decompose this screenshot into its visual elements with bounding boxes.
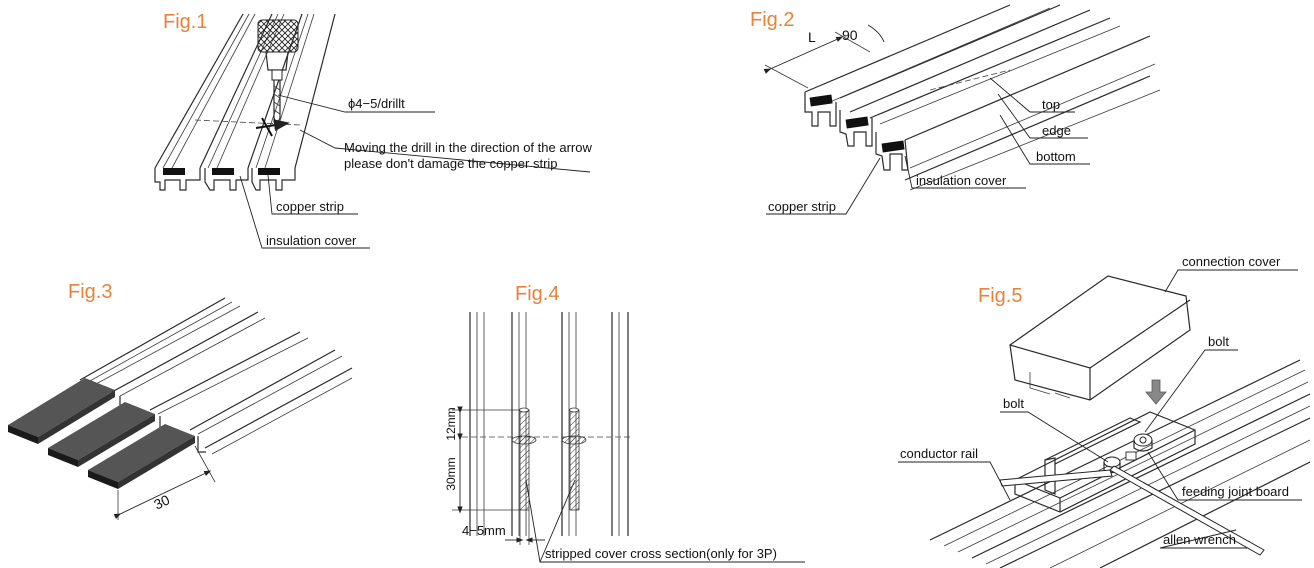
fig1-note-line1: Moving the drill in the direction of the… xyxy=(344,140,592,155)
fig1-title: Fig.1 xyxy=(163,11,207,33)
fig1-drill-label: ϕ4−5/drillt xyxy=(348,96,405,111)
fig2-dim-L: L xyxy=(808,29,816,45)
fig3-dim: 30 xyxy=(151,491,172,512)
fig4-rail xyxy=(469,312,629,536)
fig1-insulation-cover-label: insulation cover xyxy=(266,233,357,248)
fig4-dim-12: 12mm xyxy=(444,407,458,440)
fig2-top-label: top xyxy=(1042,97,1060,112)
bolt-left-icon xyxy=(1103,451,1137,474)
bolt-top-icon xyxy=(1133,433,1153,452)
fig2-rail xyxy=(804,4,1161,191)
fig2-insulation-cover-label: insulation cover xyxy=(916,173,1007,188)
fig5-conductor-rail-label: conductor rail xyxy=(900,446,978,461)
fig2-edge-label: edge xyxy=(1042,123,1071,138)
fig3-copper-strip-2 xyxy=(48,402,155,467)
fig2-title: Fig.2 xyxy=(750,9,794,31)
fig5-connection-cover-label: connection cover xyxy=(1182,254,1281,269)
fig2-copper-strip-3 xyxy=(881,140,905,153)
fig5-title: Fig.5 xyxy=(978,285,1022,307)
fig1-copper-strip-1 xyxy=(163,168,185,175)
drill-icon xyxy=(257,19,299,126)
fig2-copper-strip-2 xyxy=(845,116,869,129)
fig1-copper-strip-2 xyxy=(212,168,234,175)
direction-arrow-icon xyxy=(255,117,290,137)
fig3-title: Fig.3 xyxy=(68,281,112,303)
fig1-note-line2: please don't damage the copper strip xyxy=(344,156,558,171)
down-arrow-icon xyxy=(1145,379,1167,405)
fig5-feeding-joint-board-label: feeding joint board xyxy=(1182,484,1289,499)
fig2-copper-strip-label: copper strip xyxy=(768,199,836,214)
fig5-allen-wrench-label: allen wrench xyxy=(1163,532,1236,547)
fig2-bottom-label: bottom xyxy=(1036,149,1076,164)
fig4-dim-45: 4−5mm xyxy=(462,523,506,538)
fig5-bolt-top-label: bolt xyxy=(1208,334,1229,349)
figure-5: Fig.5 connection cover xyxy=(898,254,1311,568)
fig3-copper-strip-1 xyxy=(8,378,115,444)
fig4-caption: stripped cover cross section(only for 3P… xyxy=(545,546,777,561)
fig4-stripped-section-1 xyxy=(511,407,537,511)
fig1-rail xyxy=(154,13,336,191)
fig5-bolt-left-label: bolt xyxy=(1003,396,1024,411)
figure-3: Fig.3 xyxy=(8,281,353,520)
figure-1: Fig.1 xyxy=(154,11,592,249)
figure-2: Fig.2 L 90 top e xyxy=(750,4,1161,215)
fig4-title: Fig.4 xyxy=(515,283,559,305)
fig4-stripped-section-2 xyxy=(561,407,587,511)
fig1-copper-strip-3 xyxy=(258,168,280,175)
fig1-copper-strip-label: copper strip xyxy=(276,199,344,214)
fig2-angle: 90 xyxy=(842,27,858,43)
figure-4: Fig.4 12mm xyxy=(444,283,805,563)
fig4-dim-30: 30mm xyxy=(444,457,458,490)
fig2-copper-strip-1 xyxy=(809,94,833,107)
connection-cover xyxy=(1009,275,1191,401)
fig5-conductor-rail xyxy=(929,359,1311,568)
